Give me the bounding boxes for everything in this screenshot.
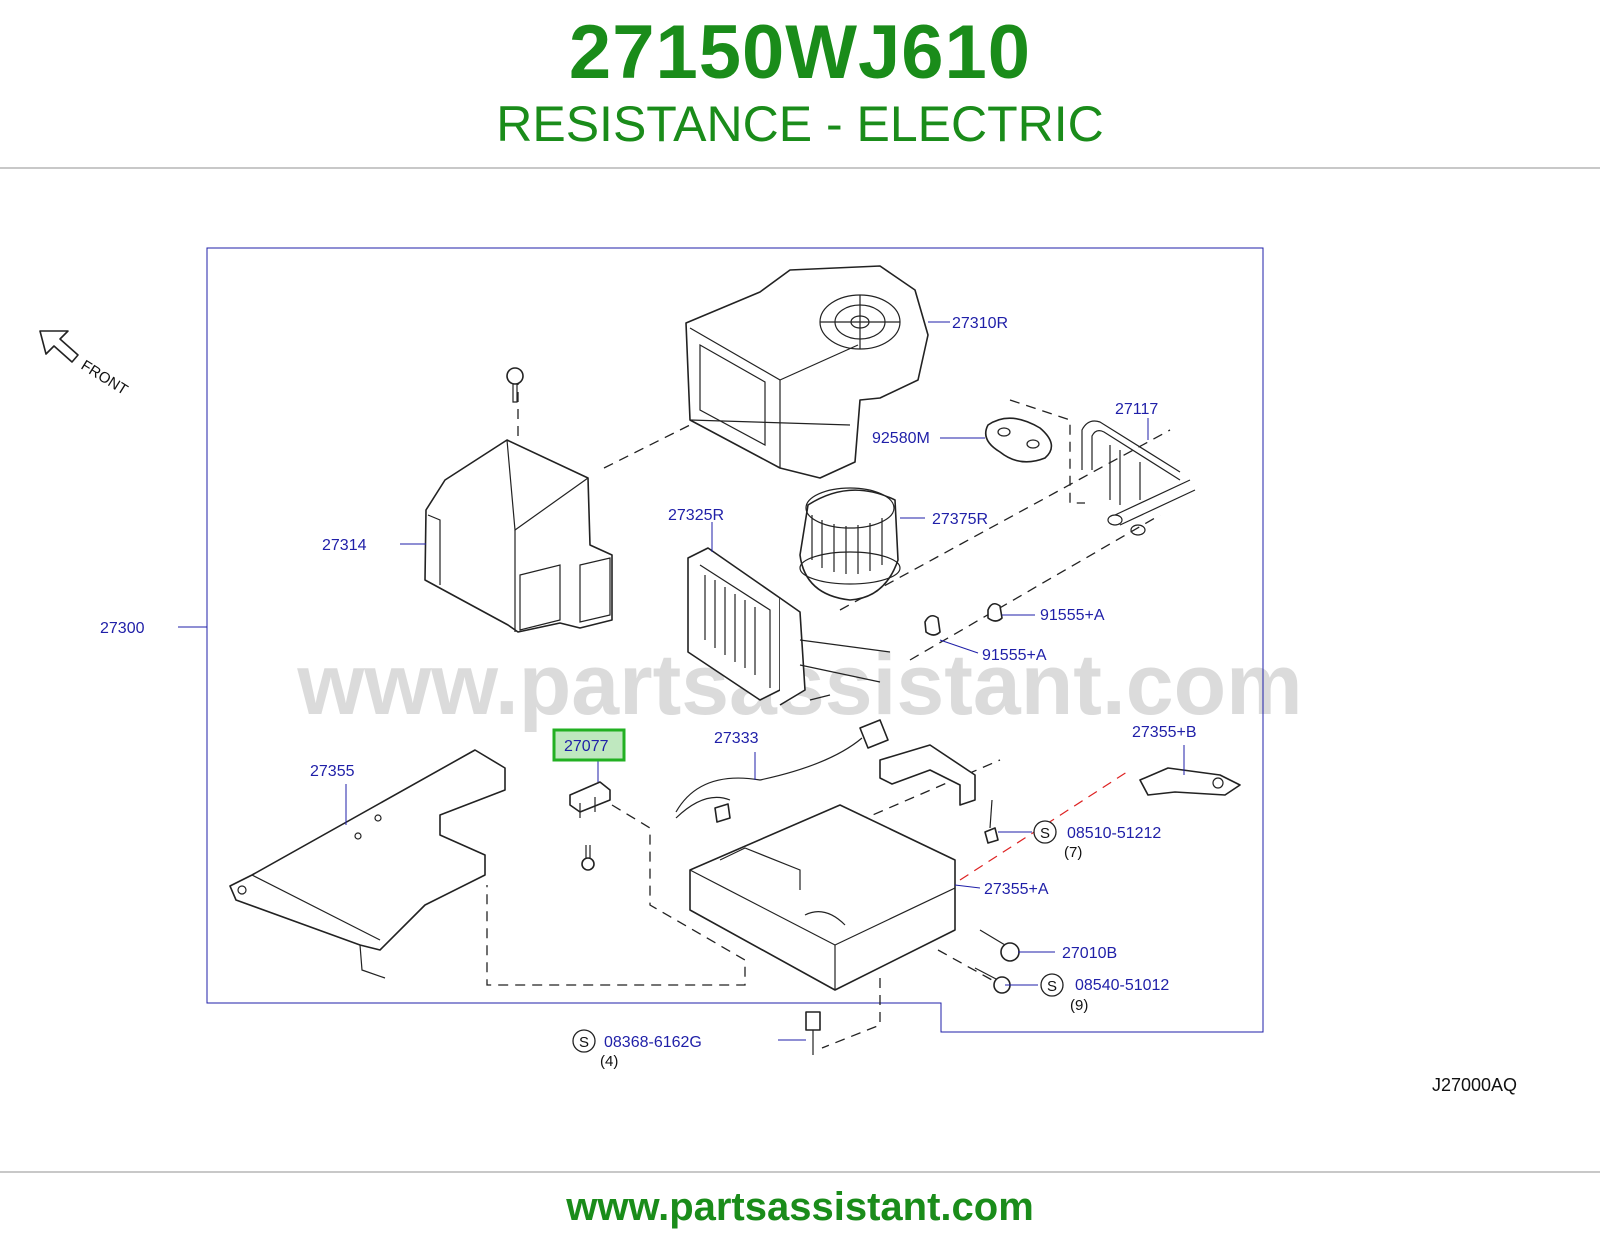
quantity-08368: (4) <box>600 1053 618 1070</box>
callout-27355A[interactable]: 27355+A <box>984 881 1049 898</box>
highlight-box <box>552 728 626 762</box>
bolt-08510-part <box>984 799 999 844</box>
heater-core-part <box>687 547 891 706</box>
part-number-title: 27150WJ610 <box>568 10 1032 95</box>
page-header: 27150WJ610 RESISTANCE - ELECTRIC <box>0 0 1600 168</box>
duct-bracket-part <box>229 749 506 979</box>
resistor-part <box>569 781 611 871</box>
small-bracket-part <box>1139 767 1241 796</box>
callout-91555A-lower[interactable]: 91555+A <box>982 647 1047 664</box>
gasket-part <box>984 417 1053 463</box>
callout-27010B[interactable]: 27010B <box>1062 945 1117 962</box>
callout-92580M[interactable]: 92580M <box>872 430 930 447</box>
leader-lines <box>178 321 1185 1041</box>
callout-27310R[interactable]: 27310R <box>952 315 1008 332</box>
standard-part-symbols: S S S <box>572 820 1064 1053</box>
quantity-08540: (9) <box>1070 997 1088 1014</box>
callout-27117[interactable]: 27117 <box>1115 401 1158 418</box>
callout-27077[interactable]: 27077 <box>564 738 609 755</box>
parts-diagram-svg: www.partsassistant.com FRONT <box>39 247 1517 1095</box>
bolt-08540-part <box>974 967 1011 994</box>
callout-27325R[interactable]: 27325R <box>668 507 724 524</box>
hose-clamp-part <box>924 602 1003 636</box>
footer-divider <box>0 1171 1600 1173</box>
callout-27314[interactable]: 27314 <box>322 537 367 554</box>
wire-harness-part <box>675 719 889 823</box>
blower-case-part <box>685 265 929 479</box>
callout-08510-51212[interactable]: 08510-51212 <box>1067 825 1161 842</box>
bolt-08368-part <box>805 1011 821 1055</box>
callout-08540-51012[interactable]: 08540-51012 <box>1075 977 1169 994</box>
blower-fan-part <box>799 487 901 601</box>
callout-27355[interactable]: 27355 <box>310 763 355 780</box>
header-divider <box>0 167 1600 169</box>
callout-91555A-upper[interactable]: 91555+A <box>1040 607 1105 624</box>
assembly-frame <box>206 247 1264 1033</box>
standard-symbol-08368: S <box>579 1034 589 1051</box>
footer-url-link[interactable]: www.partsassistant.com <box>566 1185 1034 1229</box>
mounting-bracket-part <box>689 744 976 991</box>
callout-27300[interactable]: 27300 <box>100 620 145 637</box>
standard-symbol-08510: S <box>1040 825 1050 842</box>
duct-part <box>424 367 613 633</box>
front-arrow-icon <box>39 330 79 363</box>
parts-diagram: www.partsassistant.com FRONT <box>0 170 1600 1150</box>
diagram-code: J27000AQ <box>1432 1075 1517 1095</box>
callout-27333[interactable]: 27333 <box>714 730 759 747</box>
pipe-assembly-part <box>1081 420 1196 536</box>
callout-27355B[interactable]: 27355+B <box>1132 724 1197 741</box>
front-label: FRONT <box>78 357 131 399</box>
callout-labels: 27310R 27117 92580M 27314 27325R 27375R … <box>100 315 1197 1051</box>
callout-27375R[interactable]: 27375R <box>932 511 988 528</box>
screw-27010B-part <box>979 929 1020 962</box>
quantity-08510: (7) <box>1064 844 1082 861</box>
part-name-subtitle: RESISTANCE - ELECTRIC <box>496 96 1104 152</box>
callout-08368-6162G[interactable]: 08368-6162G <box>604 1034 702 1051</box>
standard-symbol-08540: S <box>1047 978 1057 995</box>
